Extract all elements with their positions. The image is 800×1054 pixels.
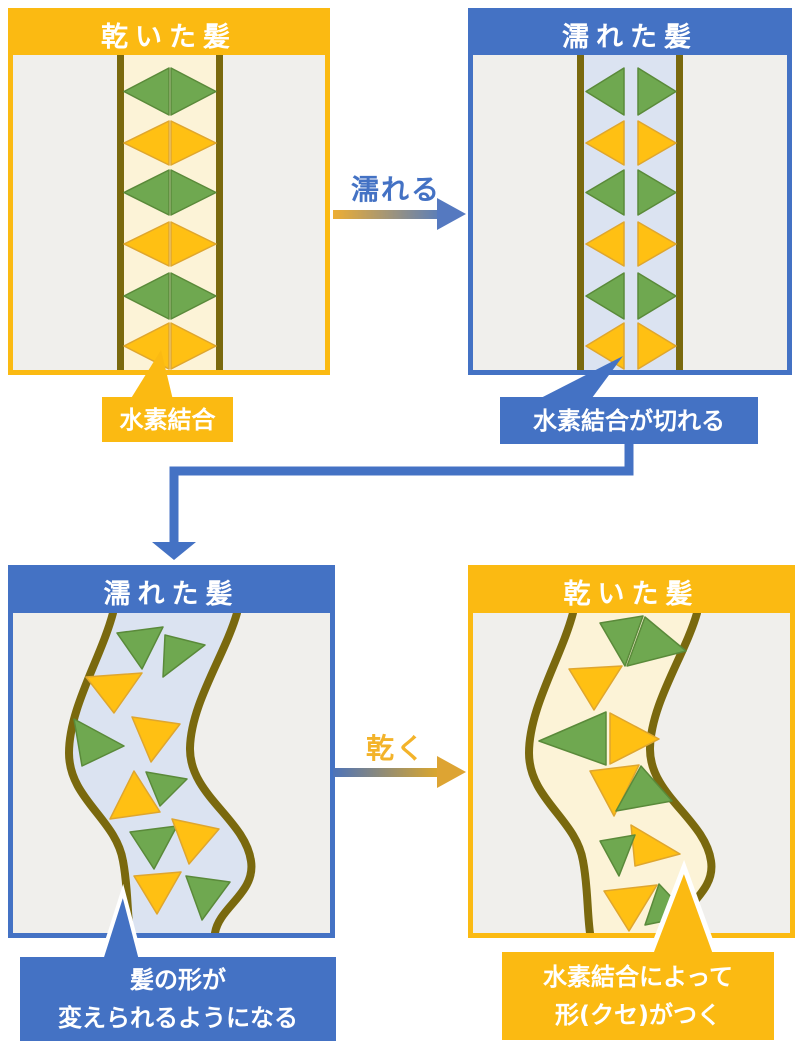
panel-body-dry-top [13,55,325,370]
bond-triangle [145,771,188,807]
caption-hydrogen-bond: 水素結合 [102,397,233,442]
hair-wall-right [185,613,256,933]
hair-wall-left [524,613,594,933]
flow-label-dries: 乾く [365,732,426,765]
hair-wall-left [117,55,124,370]
caption-text: 水素結合が切れる [533,406,725,435]
loose-bond-triangles [73,626,231,921]
caption-text-line1: 髪の形が [130,966,226,994]
panel-wet-hair-bottom: 濡れた髪 [8,565,335,938]
caption-text-line2: 変えられるようになる [58,1004,298,1032]
bond-triangle [123,169,170,216]
bond-triangle [603,884,658,932]
bond-triangle [585,120,625,166]
bond-triangle [170,67,217,116]
panel-body-wet-top [473,55,787,370]
bond-triangle [599,615,644,667]
bond-triangle [585,221,625,267]
bond-triangle [538,711,607,766]
caption-shape-changes: 髪の形が 変えられるようになる [20,957,336,1041]
bond-triangle [585,67,625,116]
hair-wall-right [216,55,223,370]
bond-triangle [85,672,143,714]
elbow-shaft [169,441,634,544]
arrow-shaft [333,210,437,219]
hair-wall-right [676,55,683,370]
broken-bond-triangles [585,67,677,370]
bond-triangle [589,764,640,817]
bond-triangle [123,272,170,320]
bond-triangle [568,665,623,711]
bond-triangle [185,875,231,921]
bond-triangle [170,221,217,267]
flow-label-gets-wet: 濡れる [350,173,441,206]
elbow-arrow-head [152,542,196,560]
caption-curl-sets: 水素結合によって 形(クセ)がつく [502,952,774,1040]
bond-triangle [615,765,673,812]
bond-triangle [170,322,217,370]
bond-triangle [73,718,125,767]
bond-triangle [637,272,677,320]
hair-core-wet [584,55,676,370]
bond-triangle [123,67,170,116]
bond-triangle [116,626,164,670]
hair-strand-curved-wet [13,613,330,933]
bond-triangle [123,120,170,166]
bond-triangle [170,120,217,166]
arrow-elbow-down [152,441,634,560]
bond-triangle [585,169,625,216]
hair-strand-curved-dry [473,613,790,933]
bond-triangle [162,634,206,678]
bond-triangle [170,272,217,320]
bond-triangle [585,272,625,320]
hydrogen-bond-diamonds [123,67,217,370]
bond-triangle [599,834,636,877]
panel-wet-hair-top: 濡れた髪 [468,8,792,375]
bond-triangle [609,712,660,765]
bond-triangle [171,818,220,865]
panel-body-wet-bottom [13,613,330,933]
bond-triangle [626,616,687,667]
bond-triangle [109,770,161,820]
panel-title-dry-bottom: 乾いた髪 [473,570,790,613]
caption-text-line1: 水素結合によって [542,963,734,991]
hair-core-dry [124,55,216,370]
panel-dry-hair-top: 乾いた髪 [8,8,330,375]
panel-title-dry-top: 乾いた髪 [13,13,325,55]
arrow-shaft [333,768,437,777]
bond-triangle [637,221,677,267]
panel-title-wet-top: 濡れた髪 [473,13,787,55]
caption-bond-breaks: 水素結合が切れる [500,397,758,444]
bond-triangle [637,169,677,216]
bond-triangle [637,67,677,116]
bond-triangle [170,169,217,216]
panel-title-wet-bottom: 濡れた髪 [13,570,330,613]
bond-triangle [637,120,677,166]
bond-triangle [133,871,182,915]
hair-wall-left [577,55,584,370]
panel-body-dry-bottom [473,613,790,933]
panel-dry-hair-bottom: 乾いた髪 [468,565,795,938]
caption-text-line2: 形(クセ)がつく [555,1001,721,1029]
hair-strand-straight-wet [473,55,787,370]
bond-triangle [123,221,170,267]
hair-strand-straight-dry [13,55,325,370]
bond-triangle [637,322,677,370]
caption-text: 水素結合 [119,405,216,434]
bond-triangle [129,825,178,870]
bond-triangle [131,716,181,763]
